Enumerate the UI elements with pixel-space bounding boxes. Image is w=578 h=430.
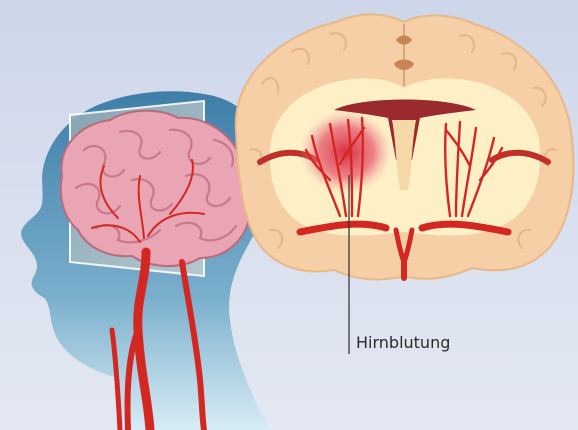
hemorrhage: [300, 110, 392, 194]
hemorrhage-label: Hirnblutung: [356, 333, 450, 352]
coronal-brain-section: [236, 14, 574, 279]
